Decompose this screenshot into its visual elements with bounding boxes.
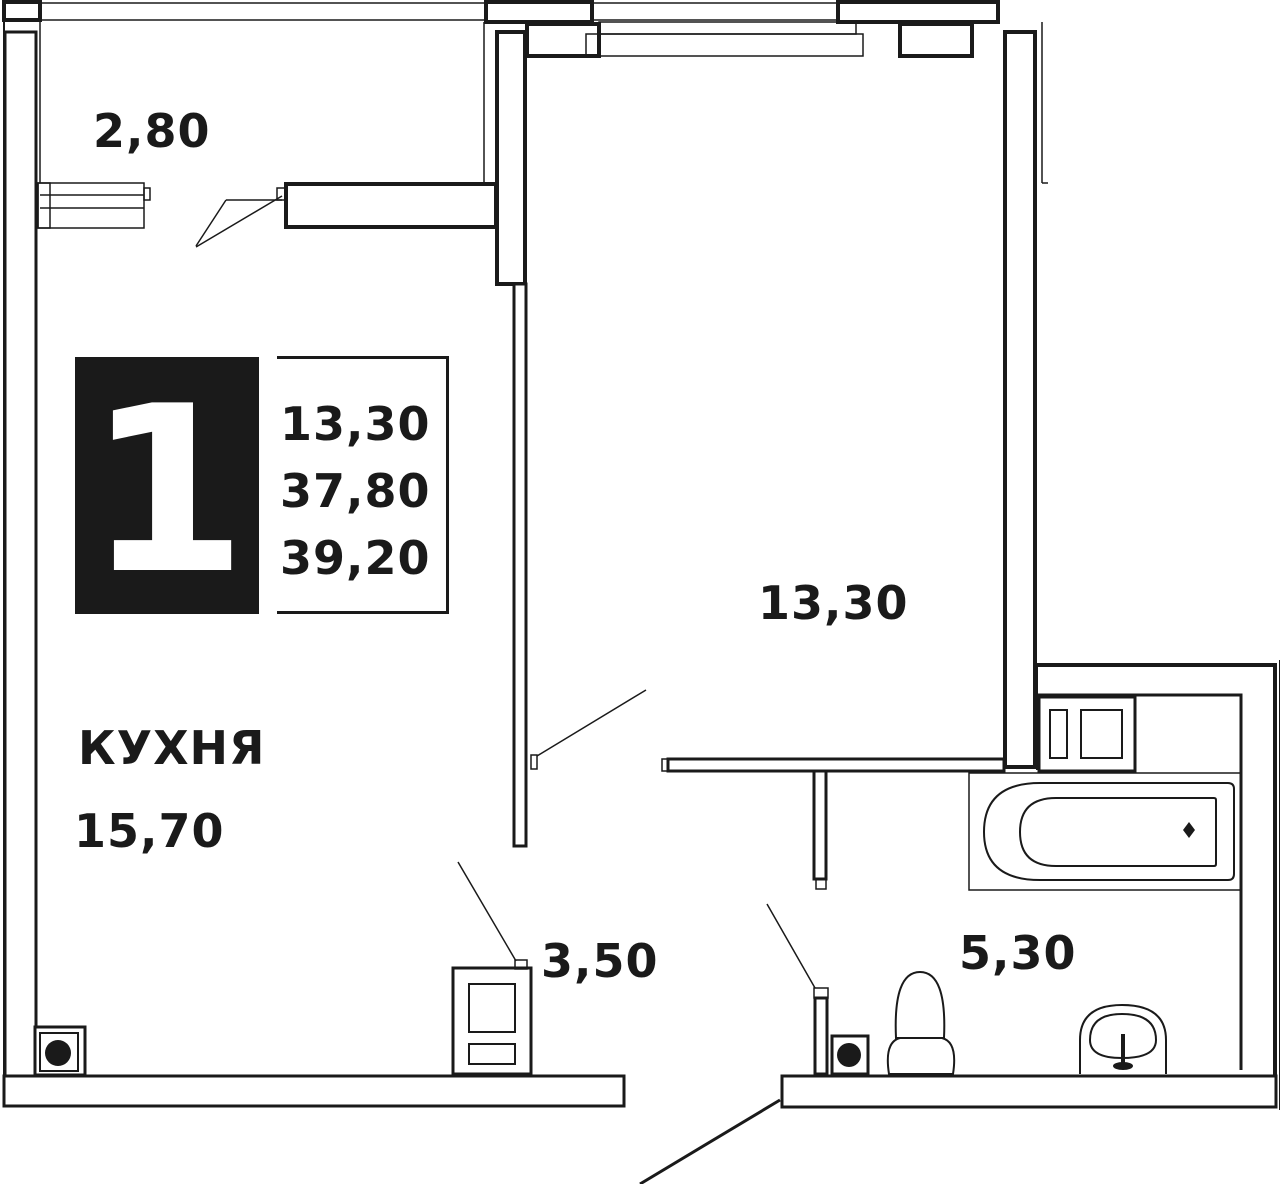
bathroom-door <box>766 903 829 1076</box>
kitchen-living-wall <box>483 22 647 848</box>
room-count-number: 1 <box>86 358 248 625</box>
bathroom-bottom-wall <box>780 1074 1278 1109</box>
riser-kitchen-icon <box>33 1025 87 1077</box>
riser-bathroom-icon <box>830 1034 870 1076</box>
balcony-door <box>37 182 498 248</box>
hallway-area: 3,50 <box>541 934 659 988</box>
toilet-icon <box>886 970 956 1075</box>
bathroom-walls <box>1036 660 1280 1110</box>
living-area-value: 13,30 <box>280 397 431 451</box>
balcony-area: 2,80 <box>93 104 211 158</box>
kitchen-bottom-wall <box>2 1074 626 1108</box>
bathroom-area: 5,30 <box>959 926 1077 980</box>
left-outer-wall <box>3 22 41 1102</box>
living-room-window <box>525 21 1048 184</box>
ventilation-shaft <box>1037 695 1137 773</box>
bathtub-icon <box>968 772 1242 891</box>
living-room-area: 13,30 <box>758 576 909 630</box>
area-summary: 13,30 37,80 39,20 <box>277 356 449 614</box>
total-area-value: 39,20 <box>280 531 431 585</box>
kitchen-label: КУХНЯ <box>78 721 266 775</box>
total-area-without-balcony-value: 37,80 <box>280 464 431 518</box>
corridor-partition <box>661 757 1006 890</box>
living-room-right-wall <box>1003 30 1037 769</box>
balcony-top-rail <box>2 0 1000 24</box>
kitchen-area: 15,70 <box>74 804 225 858</box>
entrance-door <box>639 1098 781 1184</box>
electrical-panel-icon <box>451 861 533 1076</box>
sink-icon <box>1079 1003 1167 1074</box>
room-count-badge: 1 <box>75 357 259 614</box>
